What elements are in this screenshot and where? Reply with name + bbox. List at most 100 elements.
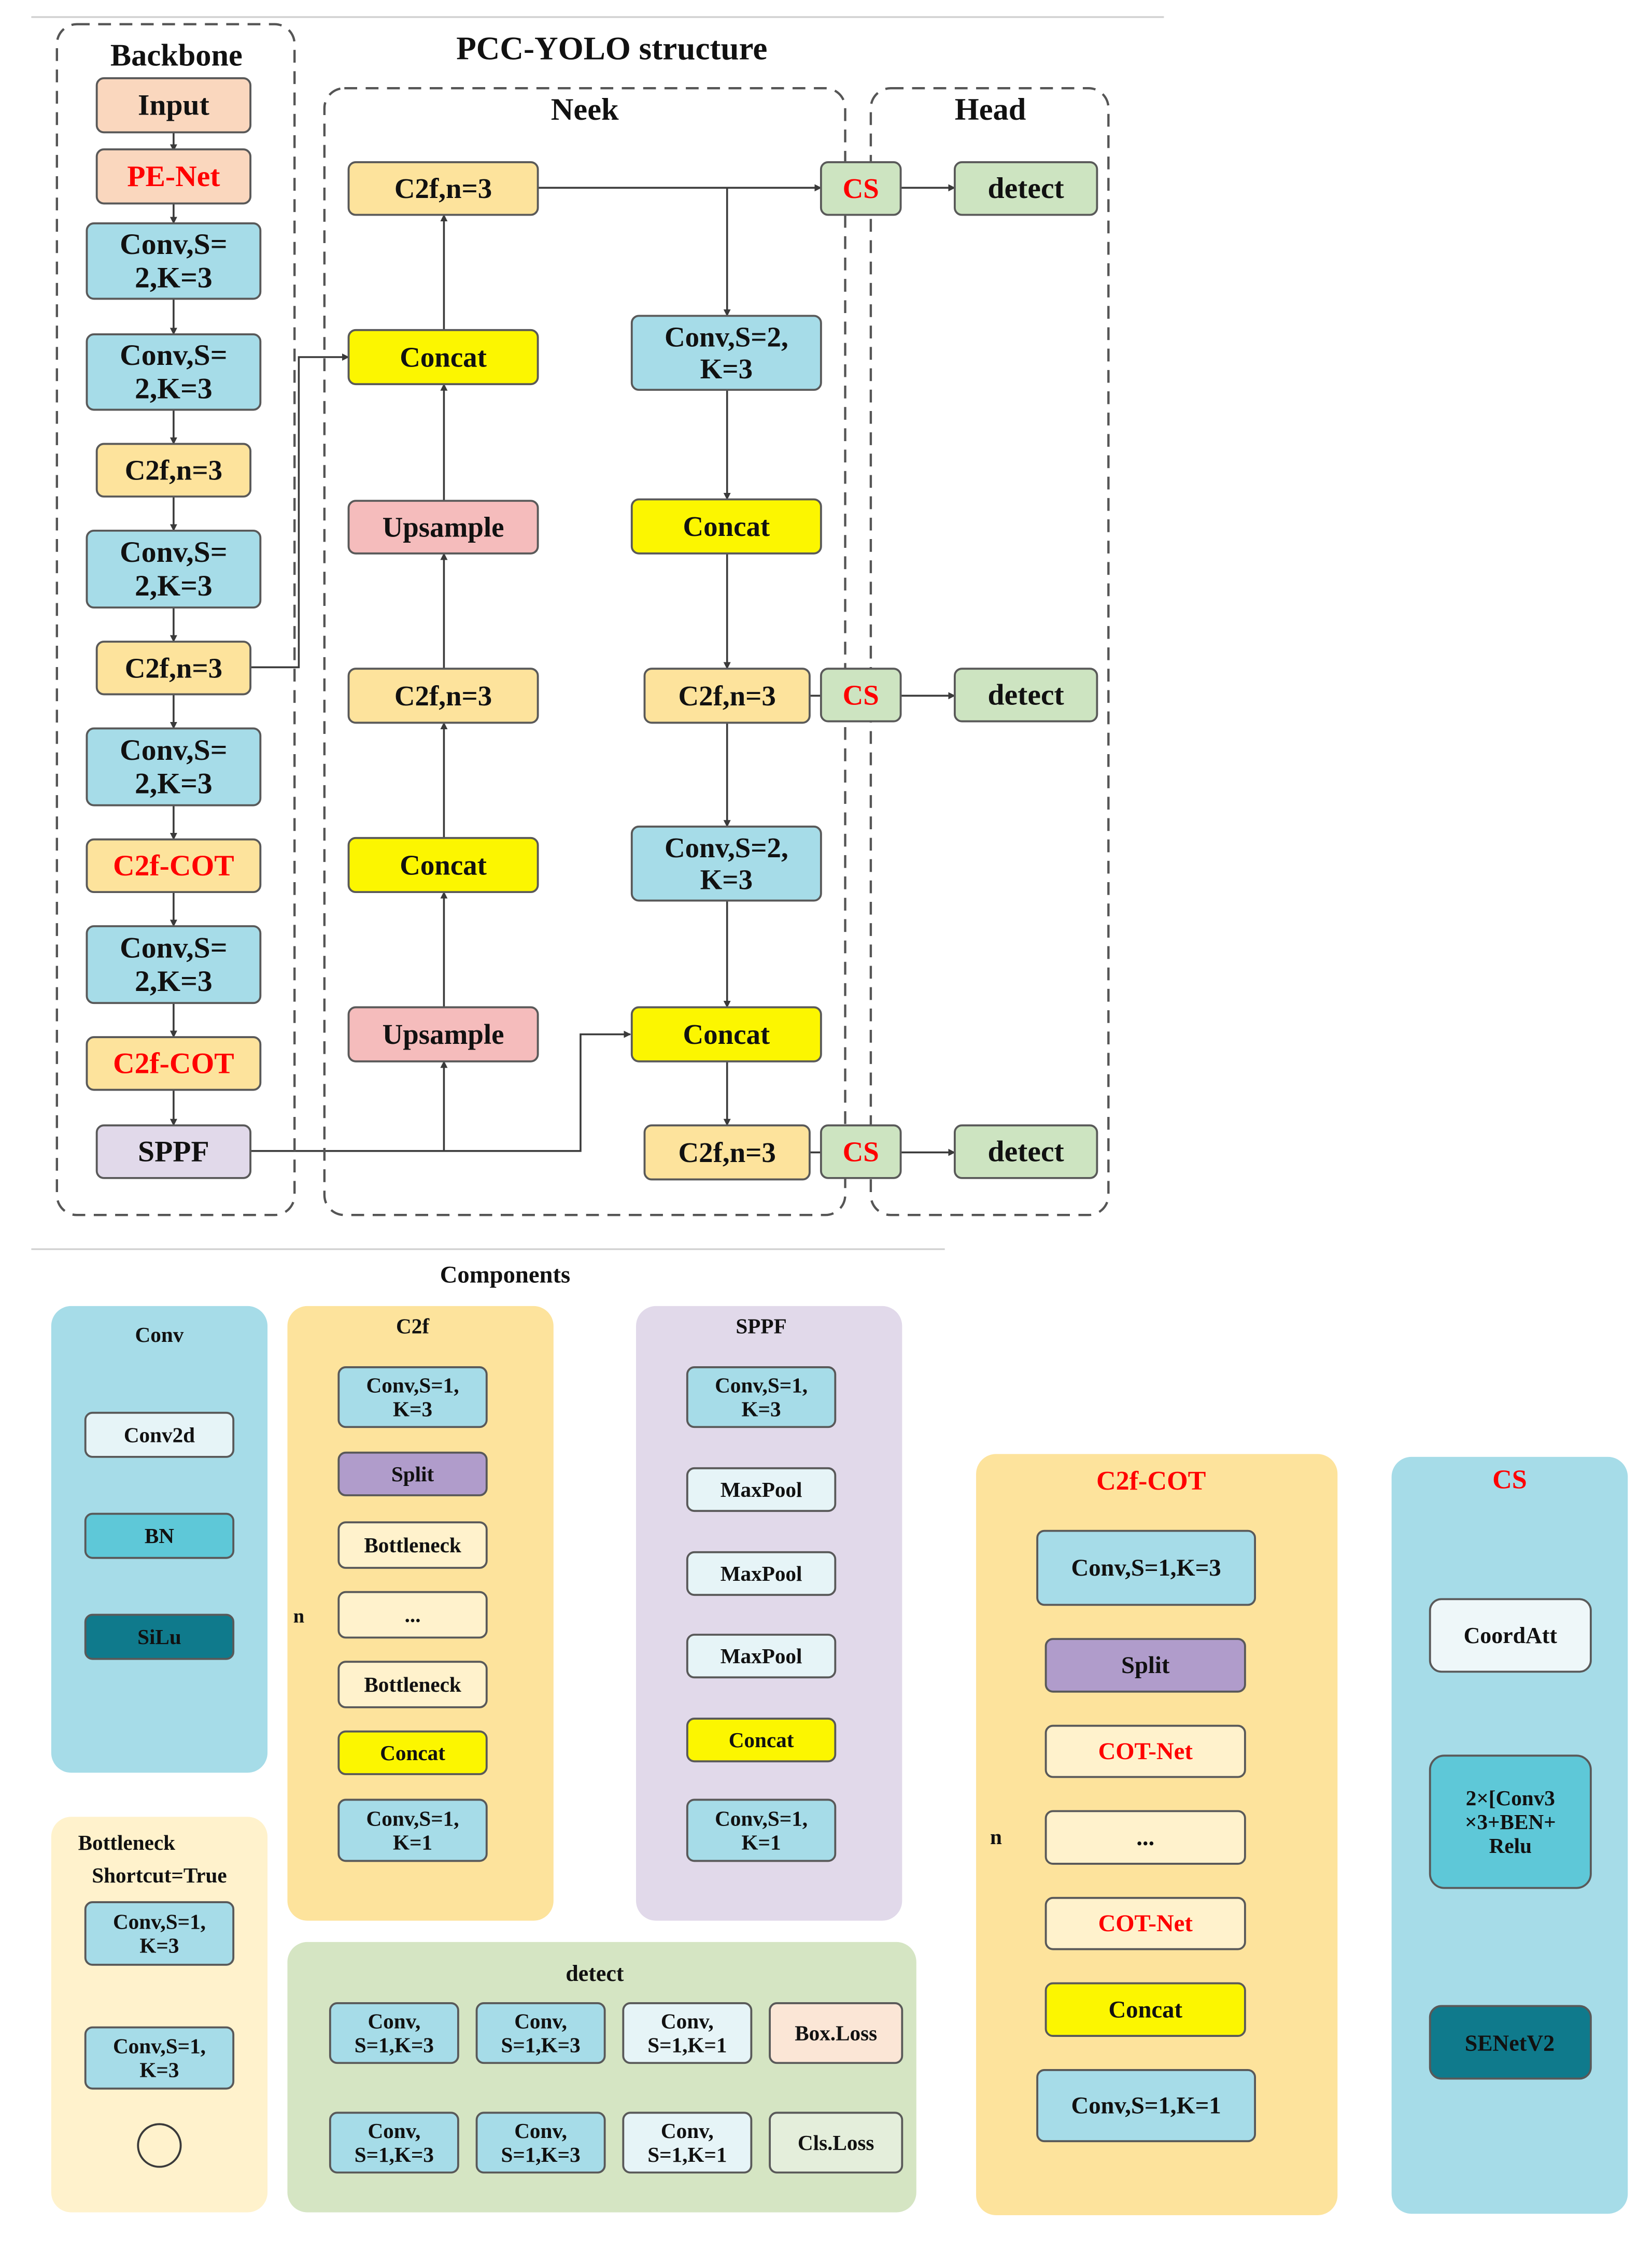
bb-conv-5 bbox=[86, 925, 262, 1004]
cot-p-cot-2 bbox=[1044, 1896, 1246, 1950]
cot-p-cot-1-label: COT-Net bbox=[1098, 1738, 1193, 1765]
bb-conv-2-label-line-1: Conv,S= bbox=[120, 339, 227, 372]
bb-conv-3 bbox=[86, 529, 262, 609]
neck-conv-a-label-line-2: K=3 bbox=[700, 353, 753, 385]
input-box bbox=[95, 77, 252, 134]
neck-c2f-r2-label: C2f,n=3 bbox=[679, 1137, 776, 1168]
neck-heading: Neek bbox=[551, 92, 619, 127]
bn-p-conv-1-label-line-2: K=3 bbox=[139, 1934, 179, 1958]
neck-upsample-2 bbox=[347, 1006, 539, 1063]
neck-conv-a bbox=[630, 315, 822, 391]
neck-conv-b-label-line-1: Conv,S=2, bbox=[665, 832, 788, 863]
c2f-p-conv-bottom-label-line-1: Conv,S=1, bbox=[366, 1806, 459, 1830]
bb-c2f-1 bbox=[95, 443, 252, 498]
det-p-top-conv-c-label-line-1: Conv, bbox=[661, 2009, 714, 2033]
sppf-p-maxpool-2 bbox=[686, 1551, 837, 1596]
conv-p-conv2d bbox=[84, 1411, 235, 1458]
bb-conv-5-label-line-1: Conv,S= bbox=[120, 931, 227, 964]
det-p-top-conv-b-label-line-1: Conv, bbox=[514, 2009, 567, 2033]
bottleneck-panel-title: Bottleneck bbox=[78, 1831, 176, 1854]
cot-p-concat-label: Concat bbox=[1108, 1996, 1182, 2023]
c2f-panel-title: C2f bbox=[396, 1314, 430, 1338]
bn-p-conv-2 bbox=[84, 2026, 235, 2090]
c2f-p-bottleneck-2-label: Bottleneck bbox=[364, 1673, 461, 1696]
neck-upsample-1-label: Upsample bbox=[383, 512, 504, 543]
head-detect-3-label: detect bbox=[988, 1136, 1064, 1168]
det-p-bottom-conv-a-label-line-2: S=1,K=3 bbox=[355, 2143, 434, 2166]
bb-conv-5-label-line-2: 2,K=3 bbox=[135, 965, 213, 998]
det-p-bottom-conv-b-label-line-1: Conv, bbox=[514, 2119, 567, 2143]
c2f-p-bottleneck-1-label: Bottleneck bbox=[364, 1533, 461, 1557]
det-p-top-conv-c bbox=[622, 2002, 753, 2064]
neck-upsample-1 bbox=[347, 500, 539, 555]
bn-p-conv-2-label-line-1: Conv,S=1, bbox=[113, 2034, 206, 2058]
cot-p-split bbox=[1044, 1638, 1246, 1693]
c2fcot-panel-title: C2f-COT bbox=[1096, 1466, 1206, 1496]
cot-p-n-label: n bbox=[990, 1825, 1002, 1849]
det-p-top-loss-label: Box.Loss bbox=[795, 2021, 877, 2045]
head-frame bbox=[869, 87, 1110, 1216]
det-p-top-conv-a-label-line-2: S=1,K=3 bbox=[355, 2033, 434, 2057]
cs-p-coordatt bbox=[1429, 1598, 1592, 1673]
c2f-p-bottleneck-1 bbox=[337, 1521, 488, 1569]
neck-c2f-r1 bbox=[643, 668, 811, 724]
neck-c2f-top-label: C2f,n=3 bbox=[394, 173, 492, 204]
bb-c2f-2-label: C2f,n=3 bbox=[125, 652, 222, 684]
det-p-bottom-conv-b-label-line-2: S=1,K=3 bbox=[501, 2143, 580, 2166]
det-p-bottom-conv-c-label-line-2: S=1,K=1 bbox=[647, 2143, 727, 2166]
detect-panel-title: detect bbox=[566, 1961, 624, 1986]
cot-p-split-label: Split bbox=[1121, 1652, 1170, 1679]
c2f-p-conv-top-label-line-1: Conv,S=1, bbox=[366, 1373, 459, 1397]
neck-c2f-mid-label: C2f,n=3 bbox=[394, 680, 492, 712]
cot-p-conv-bottom bbox=[1036, 2069, 1256, 2143]
neck-concat-2 bbox=[347, 837, 539, 894]
head-cs-2 bbox=[820, 668, 902, 723]
cot-p-cot-1 bbox=[1044, 1724, 1246, 1778]
det-p-top-loss bbox=[769, 2002, 903, 2064]
neck-concat-3 bbox=[630, 498, 822, 555]
neck-c2f-r1-label: C2f,n=3 bbox=[679, 680, 776, 712]
cot-p-conv-top bbox=[1036, 1529, 1256, 1606]
sppf-p-maxpool-3 bbox=[686, 1634, 837, 1679]
pe-net-box-label: PE-Net bbox=[127, 160, 220, 193]
components-heading: Components bbox=[440, 1262, 570, 1288]
bb-c2fcot-2-label: C2f-COT bbox=[113, 1047, 234, 1080]
head-detect-3 bbox=[953, 1124, 1098, 1179]
cot-p-dots bbox=[1044, 1810, 1246, 1865]
bb-conv-1-label-line-1: Conv,S= bbox=[120, 228, 227, 261]
neck-conv-b-label-line-2: K=3 bbox=[700, 863, 753, 895]
cot-p-conv-top-label: Conv,S=1,K=3 bbox=[1071, 1554, 1221, 1581]
bb-c2f-2 bbox=[95, 641, 252, 696]
bn-p-conv-1-label-line-1: Conv,S=1, bbox=[113, 1909, 206, 1933]
det-p-bottom-conv-b bbox=[475, 2112, 606, 2174]
det-p-top-conv-b-label-line-2: S=1,K=3 bbox=[501, 2033, 580, 2057]
sppf-panel-title: SPPF bbox=[736, 1314, 786, 1338]
bb-conv-1 bbox=[86, 222, 262, 300]
head-detect-2 bbox=[953, 668, 1098, 723]
det-p-bottom-conv-c-label-line-1: Conv, bbox=[661, 2119, 714, 2143]
cs-p-middle-label-line-2: ×3+BEN+ bbox=[1465, 1810, 1556, 1834]
head-cs-3-label: CS bbox=[843, 1136, 879, 1168]
conv-p-bn bbox=[84, 1512, 235, 1559]
c2f-p-conv-top-label-line-2: K=3 bbox=[393, 1397, 432, 1421]
bn-p-conv-1 bbox=[84, 1901, 235, 1966]
bottleneck-shortcut-label: Shortcut=True bbox=[92, 1863, 227, 1887]
c2f-p-conv-bottom-label-line-2: K=1 bbox=[393, 1831, 432, 1854]
neck-concat-3-label: Concat bbox=[683, 511, 770, 542]
neck-concat-2-label: Concat bbox=[400, 849, 487, 881]
c2f-p-n-label: n bbox=[293, 1605, 304, 1627]
bn-p-add-circle bbox=[137, 2123, 182, 2168]
det-p-bottom-conv-a bbox=[329, 2112, 459, 2174]
det-p-top-conv-c-label-line-2: S=1,K=1 bbox=[647, 2033, 727, 2057]
conv-p-silu bbox=[84, 1613, 235, 1660]
neck-conv-a-label-line-1: Conv,S=2, bbox=[665, 321, 788, 353]
sppf-p-concat bbox=[686, 1718, 837, 1763]
cot-p-conv-bottom-label: Conv,S=1,K=1 bbox=[1071, 2092, 1221, 2119]
neck-concat-4-label: Concat bbox=[683, 1018, 770, 1050]
neck-c2f-r2 bbox=[643, 1124, 811, 1181]
c2f-p-conv-top bbox=[337, 1366, 488, 1428]
bb-conv-2-label-line-2: 2,K=3 bbox=[135, 373, 213, 405]
link-c2f-to-concat1 bbox=[250, 353, 349, 669]
cot-p-dots-label: ... bbox=[1136, 1824, 1154, 1851]
